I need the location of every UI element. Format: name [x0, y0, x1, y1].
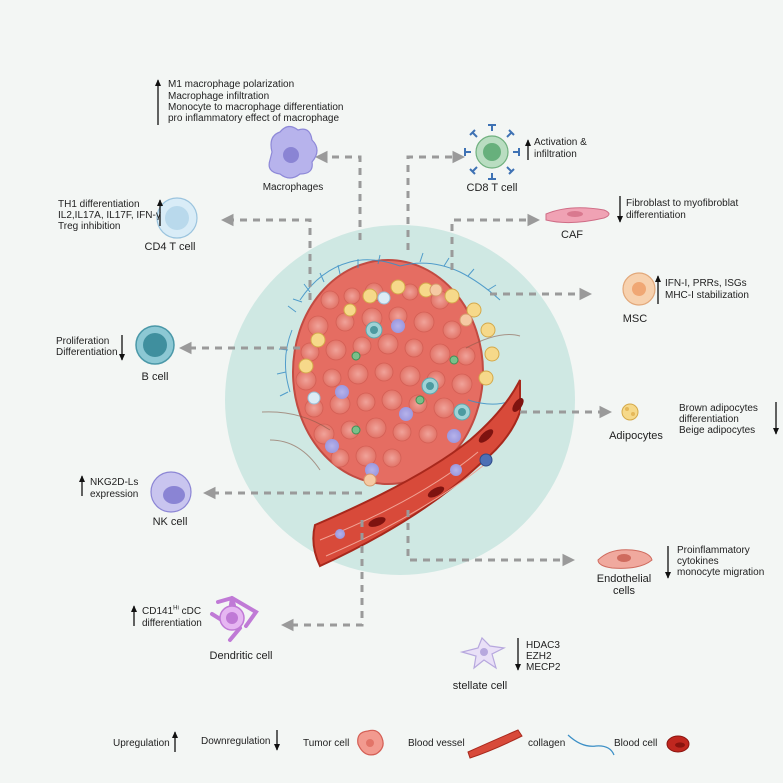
macrophage-icon — [268, 125, 318, 179]
dendritic-cell-icon — [210, 596, 259, 642]
cd8-effect-2: infiltration — [534, 149, 577, 160]
legend-blood-cell: Blood cell — [614, 738, 658, 749]
adipocyte-effect-3: Beige adipocytes — [679, 425, 756, 436]
msc-effect-2: MHC-I stabilization — [665, 290, 749, 301]
dendritic-effect-2: differentiation — [142, 618, 202, 629]
cd8-label: CD8 T cell — [466, 182, 518, 194]
macrophage-effect-1: M1 macrophage polarization — [168, 79, 295, 90]
dendritic-effect-pre: CD141 — [142, 606, 174, 617]
msc-effect-1: IFN-I, PRRs, ISGs — [665, 278, 747, 289]
macrophage-label: Macrophages — [262, 182, 324, 193]
legend-tumor-cell: Tumor cell — [303, 738, 350, 749]
nk-effect-2: expression — [90, 489, 139, 500]
legend-downregulation: Downregulation — [201, 736, 271, 747]
stellate-effect-3: MECP2 — [526, 662, 561, 673]
b-cell-icon — [135, 325, 175, 365]
msc-label: MSC — [622, 313, 648, 325]
tumor-mass — [261, 252, 521, 507]
cd4-t-cell-icon — [156, 197, 198, 239]
endothelial-label-line1: Endothelial — [596, 573, 652, 585]
cd8-t-cell-icon — [464, 124, 520, 180]
stellate-cell-icon — [459, 636, 506, 670]
cd8-effect-1: Activation & — [534, 137, 587, 148]
endothelial-cell-icon — [597, 549, 653, 569]
nk-cell-icon — [150, 471, 192, 513]
legend-blood-cell-icon — [666, 735, 690, 753]
macrophage-effect-3: Monocyte to macrophage differentiation — [168, 102, 344, 113]
endothelial-effect-3: monocyte migration — [677, 567, 765, 578]
cd4-effect-2: IL2,IL17A, IL17F, IFN-γ — [58, 210, 161, 221]
adipocyte-effect-2: differentiation — [679, 414, 739, 425]
legend-blood-vessel-icon — [467, 729, 523, 759]
macrophage-effect-2: Macrophage infiltration — [168, 91, 270, 102]
legend-blood-vessel: Blood vessel — [408, 738, 465, 749]
adipocyte-label: Adipocytes — [609, 430, 663, 442]
legend-collagen-icon — [567, 734, 615, 756]
caf-effect-2: differentiation — [626, 210, 686, 221]
bcell-effect-2: Differentiation — [56, 347, 118, 358]
legend-upregulation: Upregulation — [113, 738, 170, 749]
adipocyte-icon — [621, 403, 639, 421]
bcell-label: B cell — [141, 371, 169, 383]
endothelial-effect-1: Proinflammatory — [677, 545, 750, 556]
regulation-arrows — [78, 79, 780, 752]
blood-vessel-main — [312, 379, 524, 568]
macrophage-effect-4: pro inflammatory effect of macrophage — [168, 113, 340, 124]
caf-label: CAF — [561, 229, 583, 241]
legend-tumor-cell-icon — [357, 729, 384, 756]
cd4-effect-1: TH1 differentiation — [58, 199, 140, 210]
dendritic-effect-1: CD141Hi cDC — [142, 606, 201, 618]
msc-icon — [622, 272, 656, 306]
stellate-label: stellate cell — [452, 680, 508, 692]
caf-icon — [545, 207, 610, 224]
dendritic-label: Dendritic cell — [209, 650, 273, 662]
caf-effect-1: Fibroblast to myofibroblat — [626, 198, 739, 209]
bcell-effect-1: Proliferation — [56, 336, 110, 347]
stellate-effect-2: EZH2 — [526, 651, 552, 662]
dendritic-effect-post: cDC — [178, 606, 202, 617]
endothelial-effect-2: cytokines — [677, 556, 719, 567]
endothelial-label-line2: cells — [612, 585, 635, 597]
nk-label: NK cell — [152, 516, 188, 528]
arrows — [178, 150, 613, 632]
nk-effect-1: NKG2D-Ls — [90, 477, 139, 488]
adipocyte-effect-1: Brown adipocytes — [679, 403, 758, 414]
cd4-label: CD4 T cell — [144, 241, 196, 253]
legend-icons — [357, 729, 690, 759]
stellate-effect-1: HDAC3 — [526, 640, 560, 651]
cd4-effect-3: Treg inhibition — [58, 221, 121, 232]
dendritic-effect-sup: Hi — [173, 605, 179, 612]
legend-collagen: collagen — [528, 738, 566, 749]
